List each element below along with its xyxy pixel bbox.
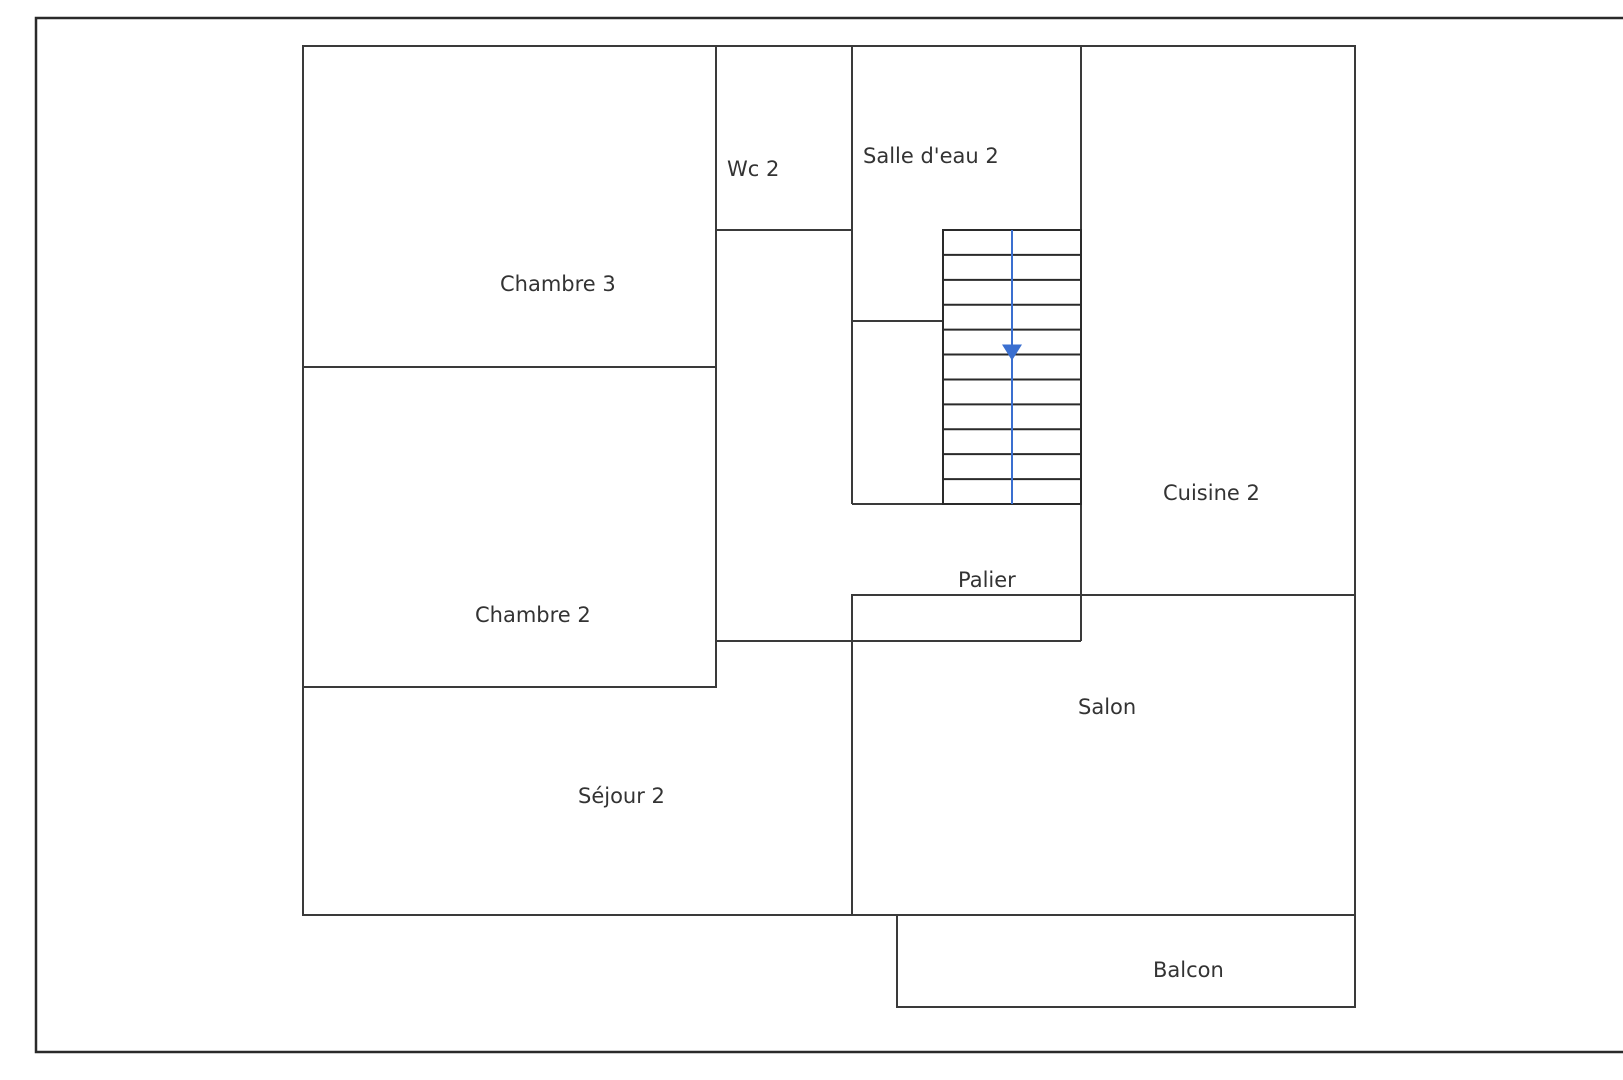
label-wc-2: Wc 2 bbox=[727, 157, 779, 181]
room-chambre-2 bbox=[302, 366, 717, 688]
stair-arrow-down-icon bbox=[1002, 344, 1022, 361]
label-chambre-2: Chambre 2 bbox=[475, 603, 591, 627]
room-cuisine-2 bbox=[1080, 45, 1356, 596]
label-palier: Palier bbox=[958, 568, 1016, 592]
label-salon: Salon bbox=[1078, 695, 1136, 719]
label-salle-eau-2: Salle d'eau 2 bbox=[863, 144, 999, 168]
label-sejour-2: Séjour 2 bbox=[578, 784, 665, 808]
label-cuisine-2: Cuisine 2 bbox=[1163, 481, 1260, 505]
label-balcon: Balcon bbox=[1153, 958, 1224, 982]
staircase bbox=[942, 229, 1082, 505]
room-salon bbox=[851, 594, 1356, 916]
room-balcon bbox=[896, 914, 1356, 1008]
room-chambre-3 bbox=[302, 45, 717, 368]
label-chambre-3: Chambre 3 bbox=[500, 272, 616, 296]
room-wc-2 bbox=[715, 45, 853, 231]
